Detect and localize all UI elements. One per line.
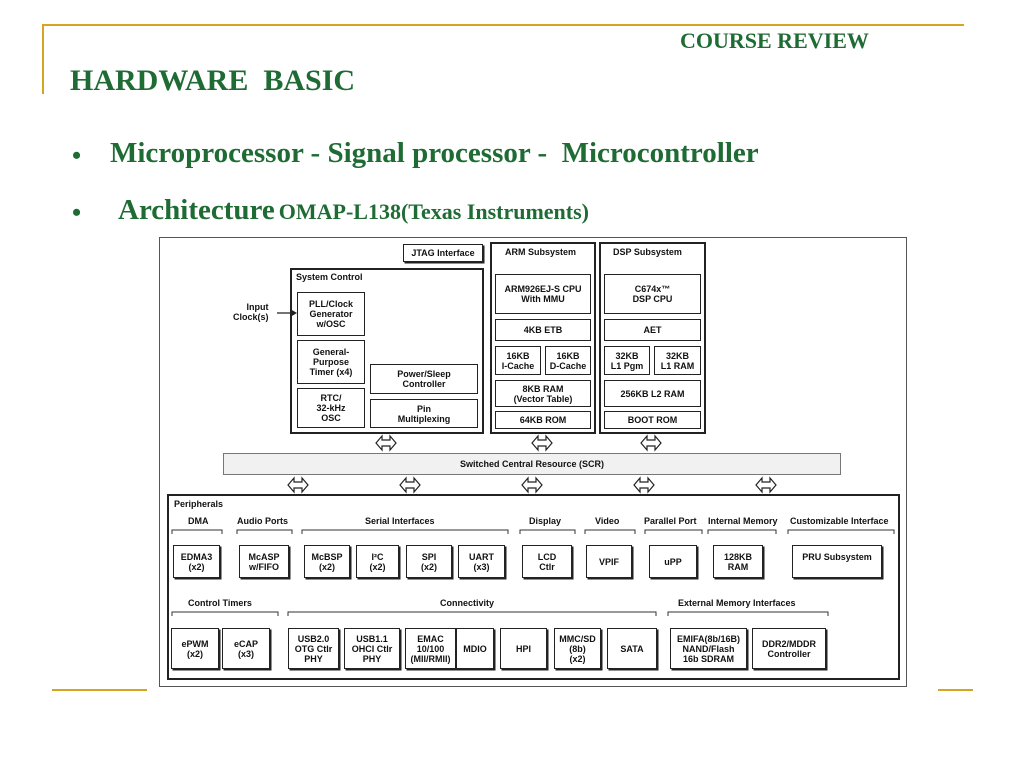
row2-brackets	[171, 611, 829, 616]
pru-box: PRU Subsystem	[792, 545, 882, 578]
bus-arrow-p3	[521, 476, 543, 494]
mmcsd-box: MMC/SD (8b) (x2)	[554, 628, 601, 669]
input-clock-label: Input Clock(s)	[233, 302, 269, 322]
bus-connectors	[287, 434, 777, 494]
dsp-cpu-box: C674x™ DSP CPU	[604, 274, 701, 314]
connectivity-label: Connectivity	[440, 598, 495, 608]
bus-arrow-p2	[399, 476, 421, 494]
display-label: Display	[529, 516, 562, 526]
dsp-l2ram-box: 256KB L2 RAM	[604, 380, 701, 407]
emifa-box: EMIFA(8b/16B) NAND/Flash 16b SDRAM	[670, 628, 747, 669]
dsp-subsystem-title: DSP Subsystem	[613, 247, 682, 257]
pin-mux-box: Pin Multiplexing	[370, 399, 478, 428]
dsp-aet-box: AET	[604, 319, 701, 341]
arm-rom-box: 64KB ROM	[495, 411, 591, 429]
emac-box: EMAC 10/100 (MII/RMII)	[405, 628, 456, 669]
bottom-rule-left	[52, 689, 147, 691]
dsp-l1ram-box: 32KB L1 RAM	[654, 346, 701, 375]
power-sleep-box: Power/Sleep Controller	[370, 364, 478, 394]
edma3-box: EDMA3 (x2)	[173, 545, 220, 578]
control-timers-label: Control Timers	[188, 598, 252, 608]
system-control-title: System Control	[296, 272, 363, 282]
customizable-interface-label: Customizable Interface	[790, 516, 889, 526]
ram128-box: 128KB RAM	[713, 545, 763, 578]
hpi-box: HPI	[500, 628, 547, 669]
arm-etb-box: 4KB ETB	[495, 319, 591, 341]
dma-label: DMA	[188, 516, 209, 526]
video-label: Video	[595, 516, 620, 526]
dsp-l1pgm-box: 32KB L1 Pgm	[604, 346, 650, 375]
ecap-box: eCAP (x3)	[222, 628, 270, 669]
course-review-label: COURSE REVIEW	[680, 28, 869, 53]
sata-box: SATA	[607, 628, 657, 669]
peripherals-title: Peripherals	[174, 499, 224, 509]
bus-arrow-p5	[755, 476, 777, 494]
bullet-text-1: Microprocessor - Signal processor - Micr…	[110, 137, 759, 169]
bus-arrow-system	[375, 434, 397, 452]
parallel-port-label: Parallel Port	[644, 516, 697, 526]
top-rule	[42, 24, 964, 26]
arm-subsystem-title: ARM Subsystem	[505, 247, 577, 257]
jtag-interface-box: JTAG Interface	[403, 244, 483, 262]
audio-ports-label: Audio Ports	[237, 516, 288, 526]
external-memory-label: External Memory Interfaces	[678, 598, 796, 608]
bus-arrow-dsp	[640, 434, 662, 452]
arm-cpu-box: ARM926EJ-S CPU With MMU	[495, 274, 591, 314]
spi-box: SPI (x2)	[406, 545, 452, 578]
bullet-text-2: Architecture OMAP-L138(Texas Instruments…	[118, 194, 589, 227]
vpif-box: VPIF	[586, 545, 632, 578]
gp-timer-box: General- Purpose Timer (x4)	[297, 340, 365, 384]
bullet-dot-2: •	[72, 198, 82, 227]
mdio-box: MDIO	[456, 628, 494, 669]
bullet-dot-1: •	[72, 141, 82, 170]
serial-interfaces-label: Serial Interfaces	[365, 516, 435, 526]
dsp-bootrom-box: BOOT ROM	[604, 411, 701, 429]
epwm-box: ePWM (x2)	[171, 628, 219, 669]
i2c-box: I²C (x2)	[356, 545, 399, 578]
rtc-box: RTC/ 32-kHz OSC	[297, 388, 365, 428]
mcbsp-box: McBSP (x2)	[304, 545, 350, 578]
arm-ram-box: 8KB RAM (Vector Table)	[495, 380, 591, 407]
uart-box: UART (x3)	[458, 545, 505, 578]
usb20-box: USB2.0 OTG Ctlr PHY	[288, 628, 339, 669]
usb11-box: USB1.1 OHCI Ctlr PHY	[344, 628, 400, 669]
scr-bar: Switched Central Resource (SCR)	[223, 453, 841, 475]
bus-arrow-p1	[287, 476, 309, 494]
ddr2-box: DDR2/MDDR Controller	[752, 628, 826, 669]
lcd-box: LCD Ctlr	[522, 545, 572, 578]
input-clock-arrow	[277, 309, 297, 317]
bus-arrow-p4	[633, 476, 655, 494]
arm-icache-box: 16KB I-Cache	[495, 346, 541, 375]
upp-box: uPP	[649, 545, 697, 578]
pll-box: PLL/Clock Generator w/OSC	[297, 292, 365, 336]
left-rule	[42, 24, 44, 94]
bus-arrow-arm	[531, 434, 553, 452]
bullet-text-2-sub: OMAP-L138(Texas Instruments)	[278, 199, 589, 224]
row1-brackets	[171, 529, 895, 534]
arm-dcache-box: 16KB D-Cache	[545, 346, 591, 375]
internal-memory-label: Internal Memory	[708, 516, 778, 526]
mcasp-box: McASP w/FIFO	[239, 545, 289, 578]
bullet-text-2-main: Architecture	[118, 194, 275, 226]
slide-title: HARDWARE BASIC	[70, 64, 356, 97]
bottom-rule-right	[938, 689, 973, 691]
